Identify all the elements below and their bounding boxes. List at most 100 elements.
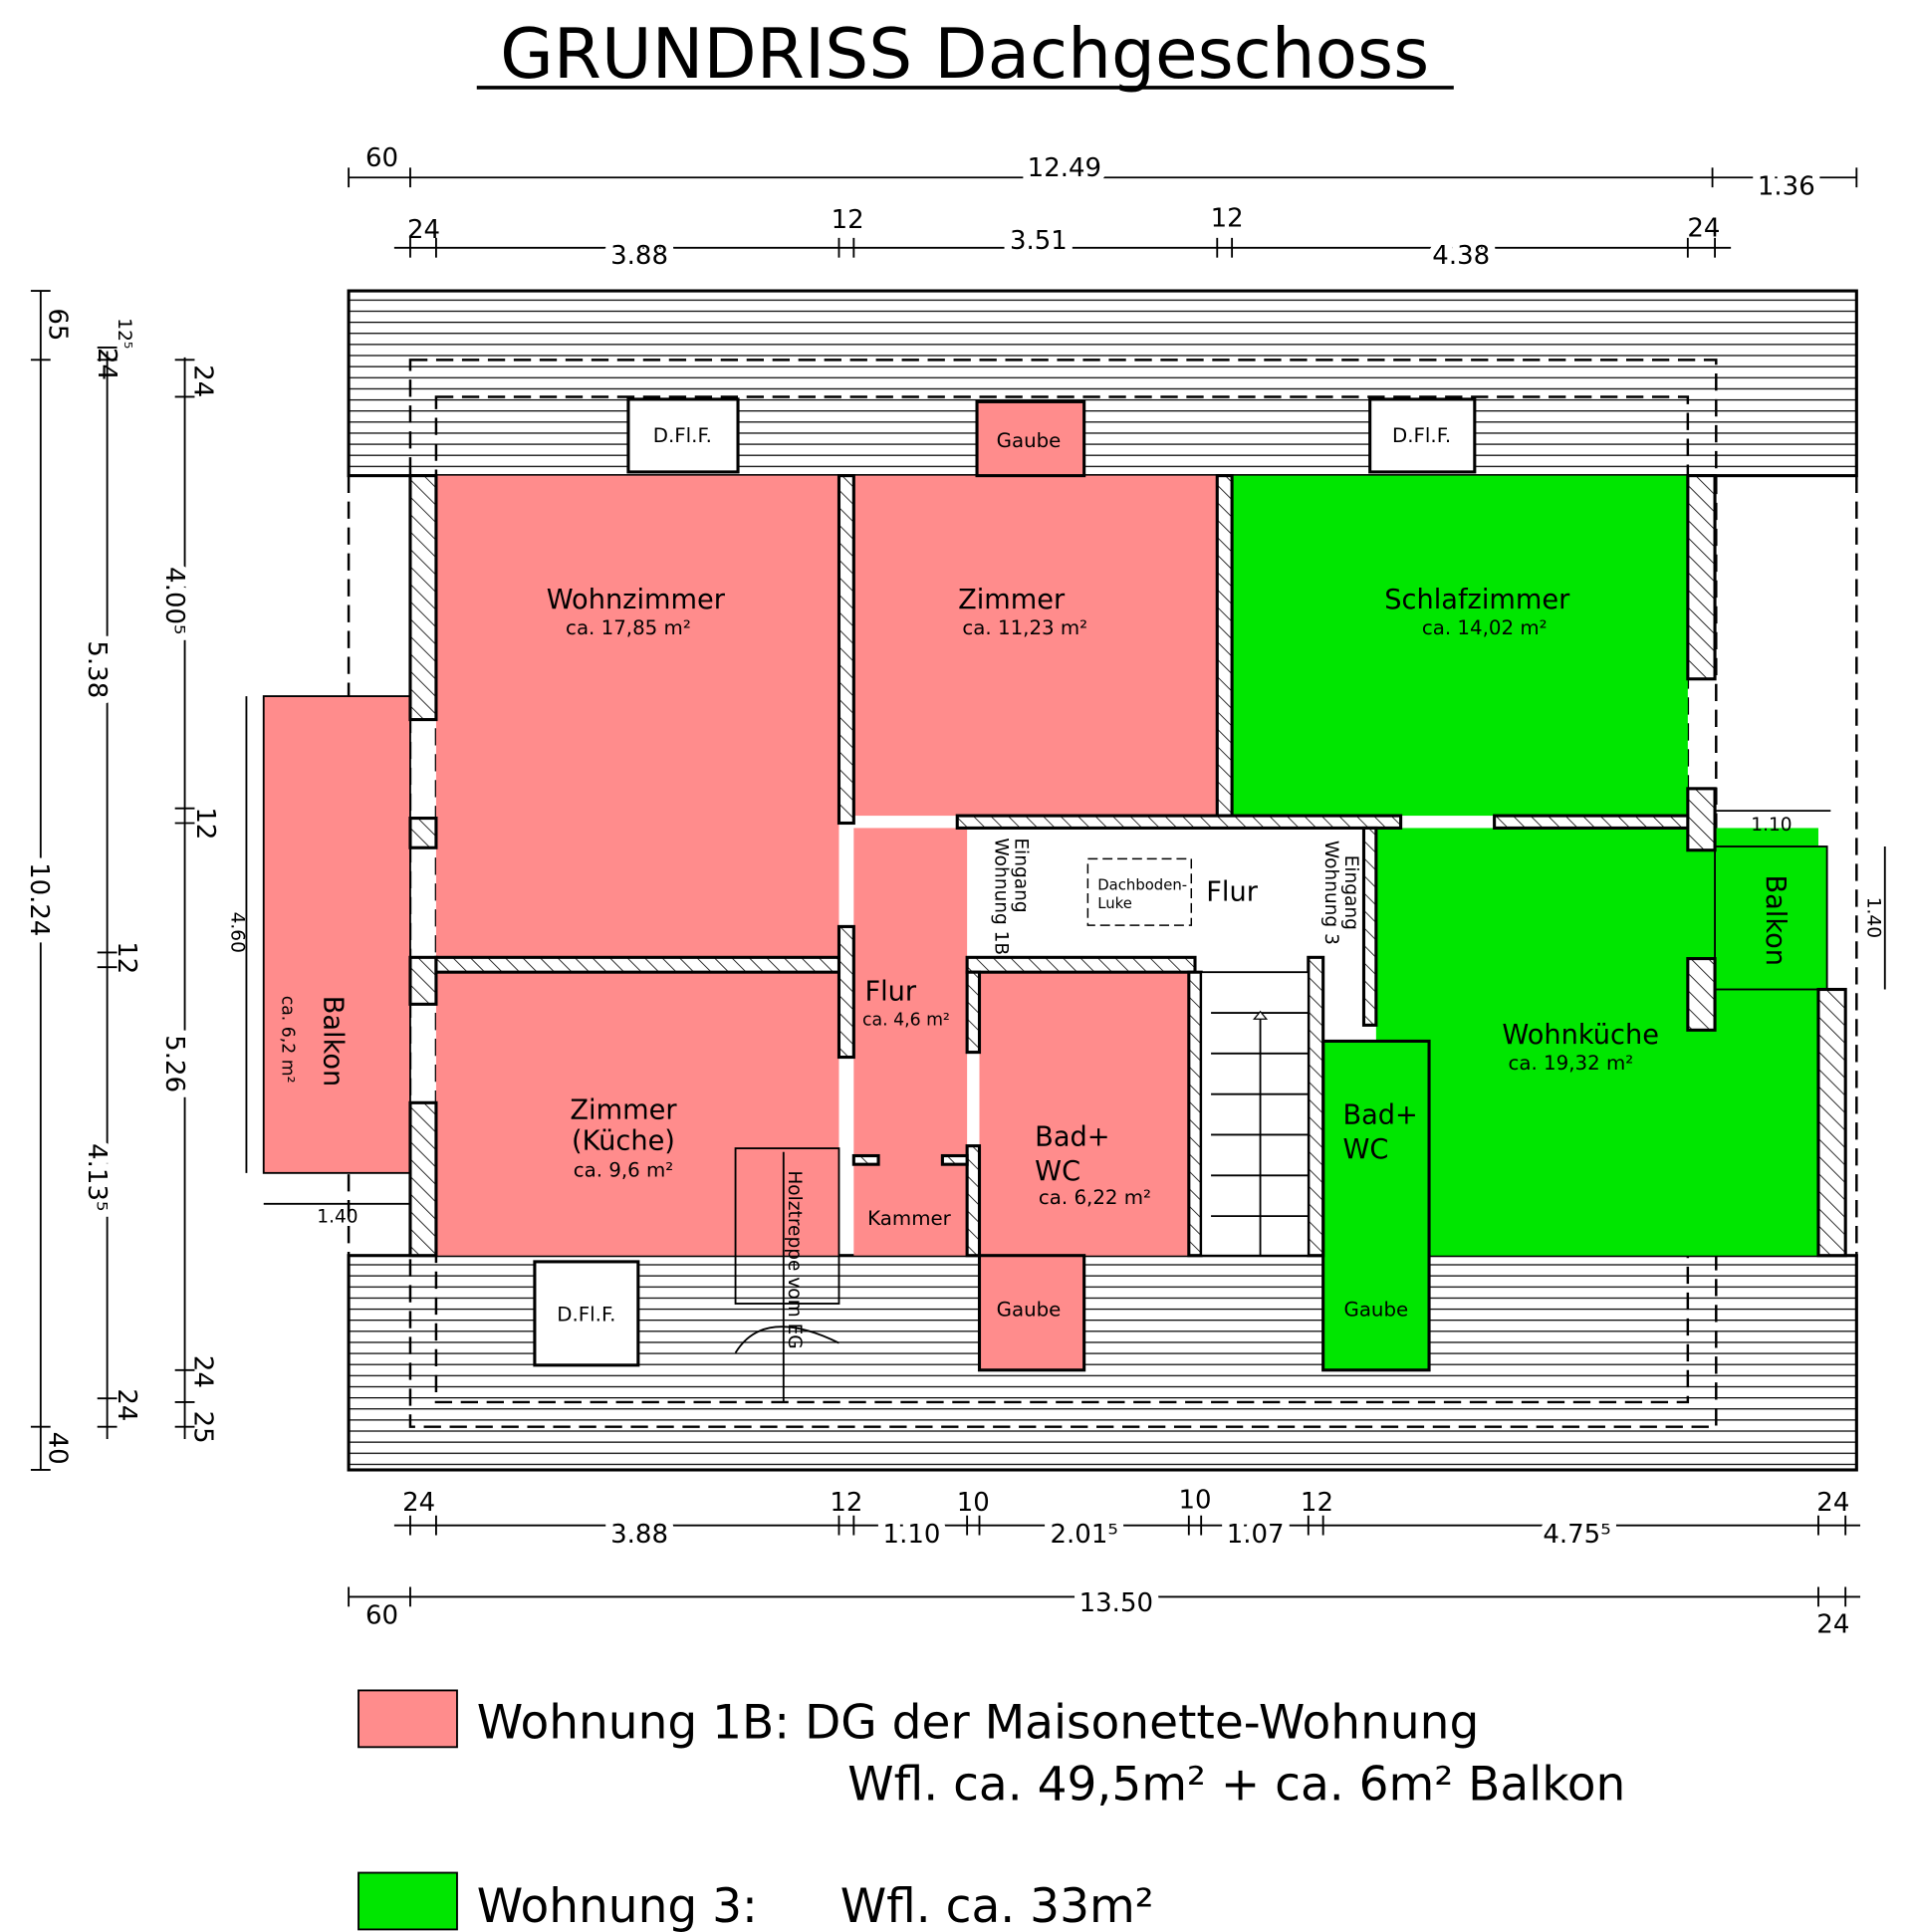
- dim-text: 13.50: [1079, 1588, 1153, 1618]
- label-kueche: Zimmer: [570, 1094, 677, 1125]
- dim-text: 60: [365, 143, 398, 173]
- area-kueche: ca. 9,6 m²: [574, 1159, 674, 1182]
- label-zimmer: Zimmer: [958, 585, 1066, 615]
- dim-text: 1.10: [1751, 815, 1792, 836]
- legend-swatch-wohnung-1b: [358, 1689, 458, 1749]
- area-zimmer: ca. 11,23 m²: [962, 616, 1087, 639]
- walls: [408, 474, 1847, 1258]
- room-kueche: [435, 972, 839, 1256]
- skylight: D.Fl.F.: [533, 1260, 640, 1367]
- label-dachboden: Dachboden-: [1097, 876, 1187, 893]
- label-kueche-2: (Küche): [572, 1125, 675, 1156]
- dim-text: 3.51: [1010, 226, 1068, 256]
- label-bad-3-2: WC: [1342, 1134, 1388, 1165]
- dim-text: 10: [957, 1488, 990, 1518]
- dim-text: 5.38: [82, 640, 112, 698]
- dim-text: 12: [832, 205, 864, 235]
- dim-text: 1.40: [317, 1206, 358, 1227]
- room-wohnzimmer: [435, 475, 839, 958]
- dim-text: 1.07: [1227, 1520, 1285, 1550]
- skylight-label: D.Fl.F.: [1392, 424, 1451, 447]
- roof-top: [347, 289, 1858, 478]
- label-flur-1b: Flur: [864, 977, 916, 1008]
- dim-text: 24: [92, 348, 121, 380]
- dim-text: 2.01⁵: [1051, 1520, 1118, 1550]
- area-schlafzimmer: ca. 14,02 m²: [1422, 616, 1548, 639]
- dim-text: 40: [42, 1432, 72, 1465]
- skylight: D.Fl.F.: [626, 397, 740, 474]
- label-balkon-right: Balkon: [1760, 874, 1791, 966]
- label-gaube-bad-3: Gaube: [1343, 1298, 1408, 1321]
- dim-text: 1.40: [1862, 897, 1883, 938]
- skylight-label: D.Fl.F.: [653, 424, 712, 447]
- dim-text: 12: [1211, 204, 1244, 234]
- dim-text: 5.26: [159, 1035, 189, 1092]
- legend-label-wohnung-3: Wohnung 3:: [477, 1879, 758, 1932]
- label-bad-1b: Bad+: [1035, 1122, 1109, 1153]
- dim-text: 24: [187, 364, 217, 397]
- dim-text: 4.75⁵: [1543, 1520, 1610, 1550]
- dim-text: 1.36: [1758, 172, 1815, 202]
- wooden-stairs: [734, 1147, 840, 1402]
- label-eingang-1b: Eingang: [1010, 838, 1031, 912]
- room-schlafzimmer: [1232, 475, 1688, 817]
- label-eingang-3-2: Wohnung 3: [1320, 841, 1341, 945]
- dim-text: 12: [112, 941, 141, 974]
- balkon-right: [1714, 845, 1828, 991]
- dim-text: 24: [1687, 214, 1720, 244]
- dim-text: 10.24: [24, 862, 54, 936]
- room-flur-1b: [853, 828, 968, 1256]
- label-gaube: Gaube: [997, 429, 1062, 452]
- stair-direction-arrow-icon: [1253, 1010, 1269, 1020]
- label-flur-main: Flur: [1206, 876, 1258, 907]
- label-kammer: Kammer: [867, 1207, 951, 1230]
- balkon-left: [262, 695, 411, 1174]
- label-eingang-1b-2: Wohnung 1B: [991, 838, 1012, 955]
- label-dachboden-2: Luke: [1097, 895, 1132, 912]
- room-flur-main: [981, 828, 1364, 958]
- label-wohnzimmer: Wohnzimmer: [547, 585, 726, 615]
- room-bad-1b: [979, 972, 1189, 1256]
- dim-text: 4.13⁵: [82, 1143, 112, 1211]
- page-title: GRUNDRISS Dachgeschoss: [500, 15, 1429, 95]
- label-bad-3: Bad+: [1342, 1099, 1417, 1130]
- skylight-label: D.Fl.F.: [557, 1303, 615, 1326]
- dim-text: 24: [1816, 1609, 1849, 1639]
- dim-text: 10: [1178, 1485, 1211, 1515]
- label-eingang-3: Eingang: [1340, 855, 1361, 930]
- legend-swatch-wohnung-3: [358, 1871, 458, 1931]
- dim-text: 24: [112, 1388, 141, 1421]
- dim-text: 25: [187, 1411, 217, 1444]
- area-balkon-left: ca. 6,2 m²: [277, 996, 297, 1084]
- dim-text: 12: [1301, 1488, 1333, 1518]
- dim-text: 65: [42, 308, 72, 341]
- area-bad-1b: ca. 6,22 m²: [1039, 1186, 1151, 1209]
- gaube-top: [975, 399, 1086, 478]
- dim-text: 4.60: [227, 912, 248, 953]
- dim-text: 24: [1816, 1488, 1849, 1518]
- dim-text: 24: [402, 1488, 435, 1518]
- area-flur-1b: ca. 4,6 m²: [862, 1010, 950, 1030]
- label-wohnkueche: Wohnküche: [1502, 1020, 1659, 1051]
- area-wohnkueche: ca. 19,32 m²: [1508, 1052, 1633, 1075]
- dim-text: 12: [830, 1488, 862, 1518]
- label-treppe: Holztreppe vom EG: [784, 1170, 805, 1348]
- legend-sub-wohnung-1b: Wfl. ca. 49,5m² + ca. 6m² Balkon: [847, 1758, 1625, 1812]
- dimension-ticks: [30, 167, 1858, 1607]
- skylight: D.Fl.F.: [1368, 397, 1477, 474]
- dim-text: 12: [190, 807, 220, 840]
- dim-text: 1.10: [883, 1520, 941, 1550]
- dim-text: 12.49: [1028, 153, 1101, 183]
- room-zimmer: [853, 475, 1218, 817]
- legend-label-wohnung-1b: Wohnung 1B: DG der Maisonette-Wohnung: [477, 1696, 1480, 1751]
- gaube-bad-1b: [977, 1254, 1086, 1372]
- area-wohnzimmer: ca. 17,85 m²: [566, 616, 691, 639]
- dim-text: 24: [187, 1355, 217, 1388]
- room-bad-3: [1321, 1039, 1431, 1372]
- label-bad-1b-2: WC: [1035, 1156, 1080, 1187]
- dim-text: 24: [407, 215, 440, 245]
- label-balkon-left: Balkon: [317, 996, 348, 1087]
- dim-text: 3.88: [610, 241, 668, 271]
- staircase: [1200, 971, 1310, 1257]
